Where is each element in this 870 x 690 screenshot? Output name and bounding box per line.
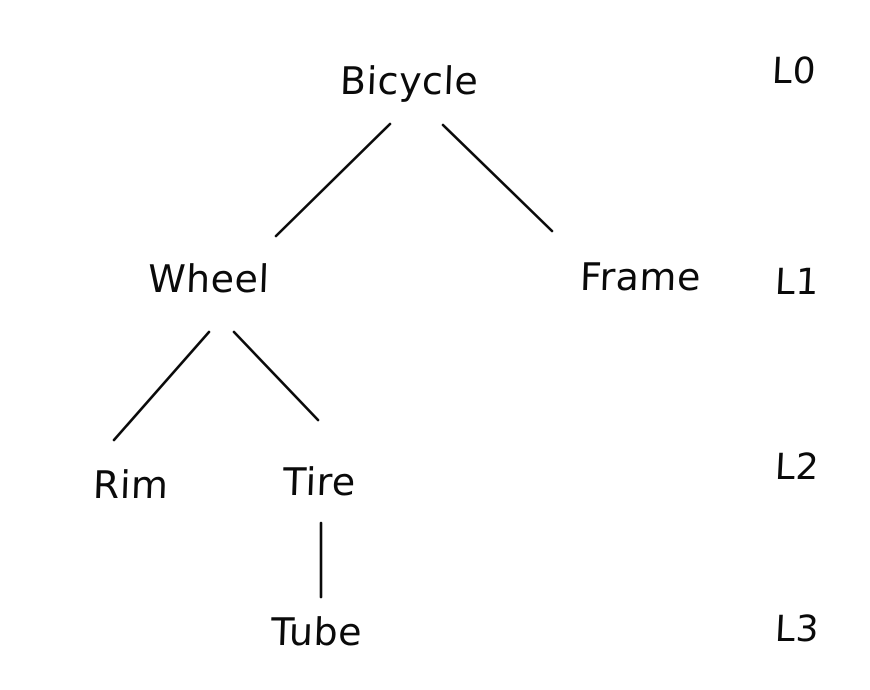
level-label-l0: L0 xyxy=(770,51,818,92)
node-tire: Tire xyxy=(282,460,357,504)
edge-bicycle-wheel xyxy=(274,122,392,238)
level-label-l1: L1 xyxy=(773,262,821,303)
level-label-l2: L2 xyxy=(773,447,821,488)
edge-bicycle-frame xyxy=(441,123,554,233)
edge-wheel-rim xyxy=(112,330,211,442)
level-label-l3: L3 xyxy=(773,609,821,650)
node-bicycle: Bicycle xyxy=(339,59,480,103)
edge-wheel-tire xyxy=(232,330,320,422)
node-tube: Tube xyxy=(270,610,363,654)
node-wheel: Wheel xyxy=(147,257,271,301)
node-frame: Frame xyxy=(579,255,702,299)
node-rim: Rim xyxy=(92,463,170,507)
